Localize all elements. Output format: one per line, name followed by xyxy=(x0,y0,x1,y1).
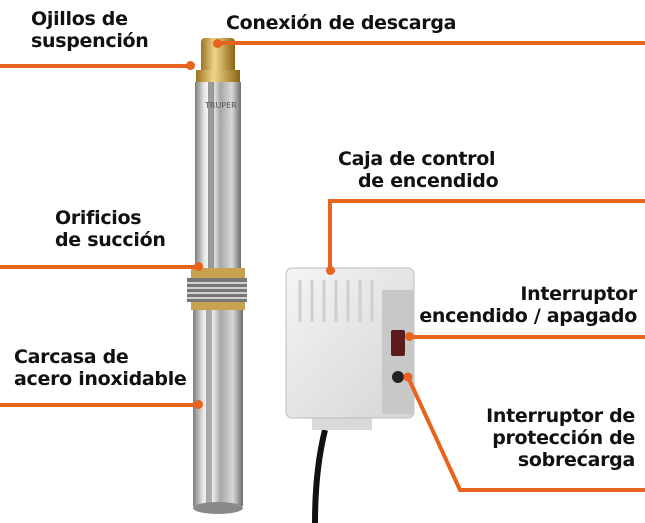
label-conexion: Conexión de descarga xyxy=(226,12,456,34)
brand-text: TRUPER xyxy=(204,101,237,110)
label-caja-line2: de encendido xyxy=(358,170,499,192)
leader-proteccion-dot xyxy=(403,372,413,382)
discharge-connection xyxy=(201,38,235,76)
power-switch xyxy=(391,330,405,356)
label-proteccion-line2: protección de xyxy=(492,427,635,449)
leader-orificios-dot xyxy=(194,262,203,271)
leader-caja xyxy=(328,199,645,203)
label-proteccion: Interruptor de protección de sobrecarga xyxy=(486,405,635,471)
leader-ojillos xyxy=(0,64,190,68)
label-interruptor: Interruptor encendido / apagado xyxy=(419,283,637,327)
label-ojillos: Ojillos de suspención xyxy=(31,8,149,52)
leader-proteccion xyxy=(406,376,645,492)
label-caja: Caja de control de encendido xyxy=(338,148,499,192)
leader-conexion xyxy=(215,41,645,45)
leader-interruptor xyxy=(408,335,645,339)
control-box xyxy=(285,267,415,523)
overload-switch xyxy=(392,371,404,383)
label-interruptor-line2: encendido / apagado xyxy=(419,305,637,327)
label-ojillos-line2: suspención xyxy=(31,30,149,52)
label-proteccion-line3: sobrecarga xyxy=(517,449,635,471)
label-carcasa-line1: Carcasa de xyxy=(14,346,129,368)
label-caja-line1: Caja de control xyxy=(338,148,496,170)
leader-conexion-dot xyxy=(213,39,222,48)
leader-carcasa xyxy=(0,403,197,407)
label-conexion-text: Conexión de descarga xyxy=(226,12,457,34)
leader-caja-vertical xyxy=(328,199,332,269)
label-orificios-line2: de succión xyxy=(55,229,166,251)
label-proteccion-line1: Interruptor de xyxy=(486,405,635,427)
label-orificios: Orificios de succión xyxy=(55,207,166,251)
leader-ojillos-dot xyxy=(186,61,195,70)
leader-orificios xyxy=(0,265,197,269)
label-interruptor-line1: Interruptor xyxy=(520,283,637,305)
leader-caja-dot xyxy=(326,266,335,275)
label-carcasa: Carcasa de acero inoxidable xyxy=(14,346,187,390)
label-orificios-line1: Orificios xyxy=(55,207,142,229)
label-ojillos-line1: Ojillos de xyxy=(31,8,128,30)
leader-interruptor-dot xyxy=(405,332,414,341)
label-carcasa-line2: acero inoxidable xyxy=(14,368,187,390)
leader-carcasa-dot xyxy=(194,400,203,409)
